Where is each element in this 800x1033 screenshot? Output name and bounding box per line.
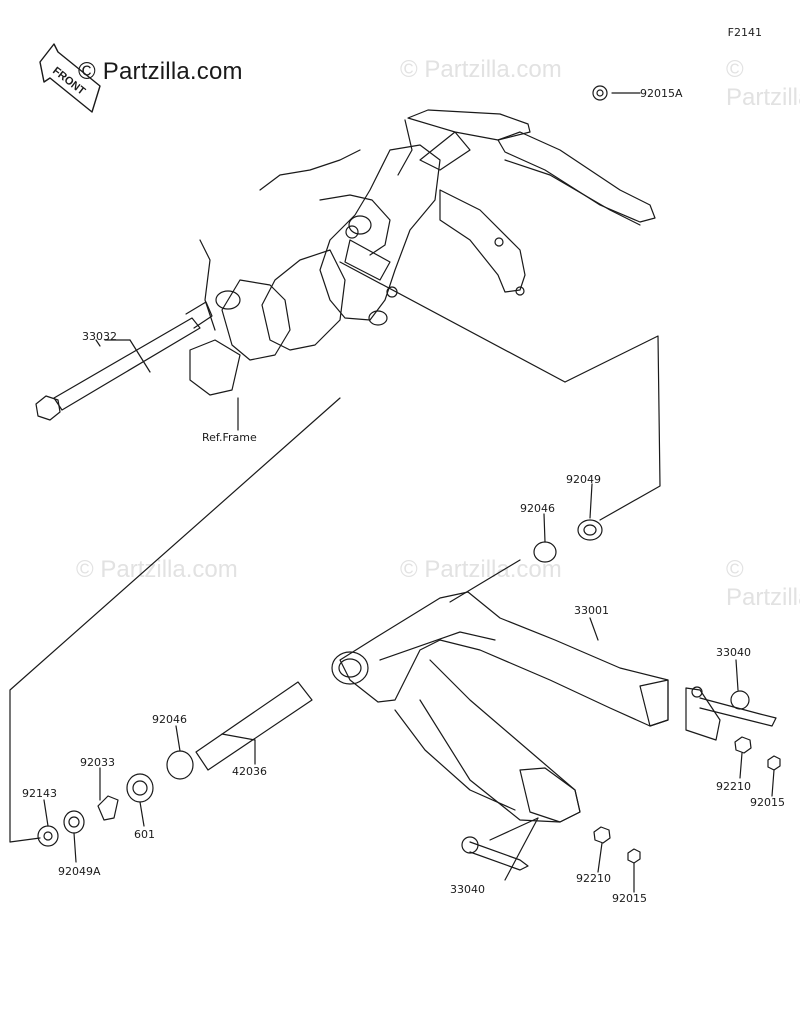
label-42036: 42036 bbox=[232, 765, 267, 778]
nut-92015-bottom bbox=[627, 848, 641, 864]
front-arrow-icon: FRONT bbox=[39, 43, 101, 113]
bushing-92046-left bbox=[166, 750, 194, 780]
label-92046-left: 92046 bbox=[152, 713, 187, 726]
swingarm bbox=[331, 591, 777, 871]
seal-92049 bbox=[577, 519, 603, 541]
label-ref-frame: Ref.Frame bbox=[202, 431, 257, 444]
label-92049A: 92049A bbox=[58, 865, 101, 878]
label-33001: 33001 bbox=[574, 604, 609, 617]
seal-92049A bbox=[63, 810, 85, 834]
washer-92143 bbox=[37, 825, 59, 847]
circlip-92033 bbox=[97, 795, 119, 821]
label-92015-right: 92015 bbox=[750, 796, 785, 809]
diagram-code: F2141 bbox=[727, 26, 762, 39]
nut-92210-right bbox=[734, 736, 752, 754]
label-601: 601 bbox=[134, 828, 155, 841]
watermark: © Partzilla.com bbox=[400, 56, 562, 83]
brand-text: © Partzilla.com bbox=[78, 58, 243, 85]
frame-assembly bbox=[189, 85, 656, 396]
label-92210-right: 92210 bbox=[716, 780, 751, 793]
label-92015A: 92015A bbox=[640, 87, 683, 100]
watermark: © Partzilla.com bbox=[400, 556, 562, 583]
pivot-shaft bbox=[35, 301, 213, 421]
label-33032: 33032 bbox=[82, 330, 117, 343]
label-33040-right: 33040 bbox=[716, 646, 751, 659]
label-92015-bottom: 92015 bbox=[612, 892, 647, 905]
bushing-92046-top bbox=[533, 541, 557, 563]
watermark: © Partzilla.com bbox=[726, 556, 800, 611]
nut-92015-right bbox=[767, 755, 781, 771]
label-92143: 92143 bbox=[22, 787, 57, 800]
label-92049-top: 92049 bbox=[566, 473, 601, 486]
bearing-601 bbox=[126, 773, 154, 803]
label-33040-bottom: 33040 bbox=[450, 883, 485, 896]
nut-92210-bottom bbox=[593, 826, 611, 844]
watermark: © Partzilla.com bbox=[726, 56, 800, 111]
sleeve-42036 bbox=[195, 681, 313, 771]
label-92210-bottom: 92210 bbox=[576, 872, 611, 885]
label-92033: 92033 bbox=[80, 756, 115, 769]
label-92046-top: 92046 bbox=[520, 502, 555, 515]
